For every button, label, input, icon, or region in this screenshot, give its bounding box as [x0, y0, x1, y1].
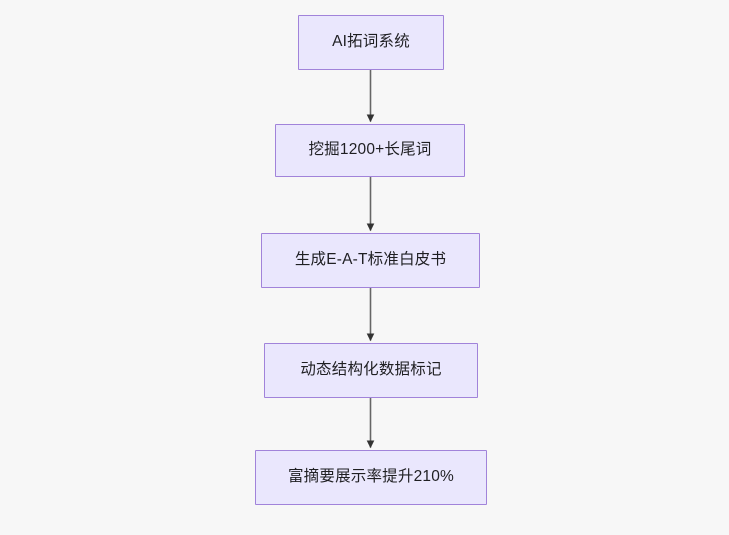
flow-node-label: 动态结构化数据标记 — [300, 361, 442, 379]
flow-node-label: 生成E-A-T标准白皮书 — [294, 251, 447, 269]
flow-node-dynamic-structured-data-markup[interactable]: 动态结构化数据标记 — [264, 343, 478, 398]
flow-node-ai-keyword-system[interactable]: AI拓词系统 — [298, 15, 444, 70]
flow-node-rich-snippet-rate-increase[interactable]: 富摘要展示率提升210% — [255, 450, 487, 505]
flow-node-label: 挖掘1200+长尾词 — [308, 141, 432, 159]
flow-node-mine-longtail-keywords[interactable]: 挖掘1200+长尾词 — [275, 124, 465, 177]
flow-node-label: 富摘要展示率提升210% — [287, 468, 455, 486]
flow-node-generate-eat-whitepaper[interactable]: 生成E-A-T标准白皮书 — [261, 233, 480, 288]
flow-node-label: AI拓词系统 — [332, 33, 410, 51]
